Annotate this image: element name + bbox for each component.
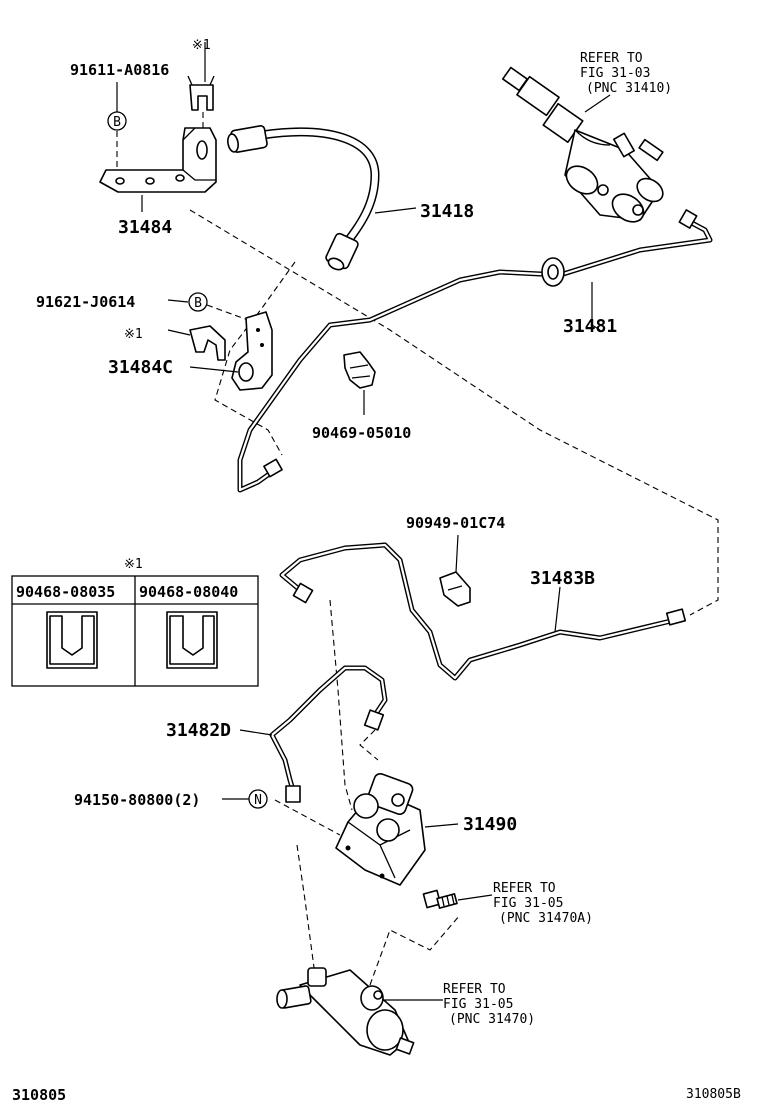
- svg-text:(PNC 31470): (PNC 31470): [449, 1012, 535, 1027]
- label-90468-08040: 90468-08040: [139, 583, 238, 601]
- label-90468-08035: 90468-08035: [16, 583, 115, 601]
- clutch-release-cylinder-ref[interactable]: [276, 967, 415, 1056]
- label-31482d: 31482D: [166, 720, 231, 741]
- clutch-pipe-31483b[interactable]: [279, 542, 687, 681]
- note-mark-top: ※1: [192, 38, 211, 53]
- clamp-90949[interactable]: [439, 571, 471, 607]
- label-94150: 94150-80800(2): [74, 791, 200, 809]
- label-31481: 31481: [563, 316, 617, 337]
- svg-text:(PNC 31410): (PNC 31410): [586, 81, 672, 96]
- bubble-b-mid: B: [188, 292, 208, 312]
- bracket-31484c[interactable]: [231, 311, 273, 391]
- clip-90468-08040: [166, 611, 218, 669]
- svg-text:N: N: [254, 793, 262, 808]
- clutch-master-cylinder-ref[interactable]: [501, 66, 667, 228]
- label-91611: 91611-A0816: [70, 61, 169, 79]
- figure-number-left: 310805: [12, 1086, 66, 1104]
- clip-variants-table: [11, 575, 259, 687]
- label-31418: 31418: [420, 201, 474, 222]
- label-31484: 31484: [118, 217, 172, 238]
- reference-note-top: REFER TO FIG 31-03 (PNC 31410): [580, 51, 672, 96]
- bubble-n: N: [248, 789, 268, 809]
- note-mark-mid: ※1: [124, 327, 143, 342]
- flex-hose-31418[interactable]: [227, 125, 380, 272]
- svg-text:FIG 31-05: FIG 31-05: [493, 896, 563, 911]
- label-31484c: 31484C: [108, 357, 173, 378]
- part-labels: ※1 91611-A0816 31484 31418 91621-J0614 ※…: [16, 38, 617, 835]
- svg-text:REFER TO: REFER TO: [493, 881, 556, 896]
- svg-text:(PNC 31470A): (PNC 31470A): [499, 911, 593, 926]
- bracket-31484[interactable]: [99, 127, 217, 193]
- figure-number-right: 310805B: [686, 1087, 741, 1102]
- label-91621: 91621-J0614: [36, 293, 135, 311]
- svg-text:B: B: [113, 115, 121, 130]
- svg-text:B: B: [194, 296, 202, 311]
- svg-text:REFER TO: REFER TO: [580, 51, 643, 66]
- reference-note-mid: REFER TO FIG 31-05 (PNC 31470A): [493, 881, 593, 926]
- footer: 310805 310805B: [12, 1086, 741, 1104]
- clip-31484c-side[interactable]: [189, 325, 226, 361]
- assembly-guide-lines: [189, 209, 719, 986]
- clip-90468-08035: [46, 611, 98, 669]
- svg-text:FIG 31-05: FIG 31-05: [443, 997, 513, 1012]
- bolt-marker-b-top: B: [107, 111, 127, 131]
- reference-note-bottom: REFER TO FIG 31-05 (PNC 31470): [443, 982, 535, 1027]
- svg-text:REFER TO: REFER TO: [443, 982, 506, 997]
- clip-91611[interactable]: [187, 75, 215, 111]
- label-31490: 31490: [463, 814, 517, 835]
- label-90949: 90949-01C74: [406, 514, 505, 532]
- label-31483b: 31483B: [530, 568, 595, 589]
- clutch-pipe-31481[interactable]: [237, 209, 713, 493]
- note-mark-inset: ※1: [124, 557, 143, 572]
- clip-90469[interactable]: [343, 351, 376, 389]
- svg-text:FIG 31-03: FIG 31-03: [580, 66, 650, 81]
- bleeder-plug[interactable]: [422, 889, 458, 909]
- clutch-valve-31490[interactable]: [335, 772, 426, 886]
- label-90469: 90469-05010: [312, 424, 411, 442]
- clutch-pipe-31482d[interactable]: [269, 665, 388, 803]
- leader-lines: [141, 42, 601, 736]
